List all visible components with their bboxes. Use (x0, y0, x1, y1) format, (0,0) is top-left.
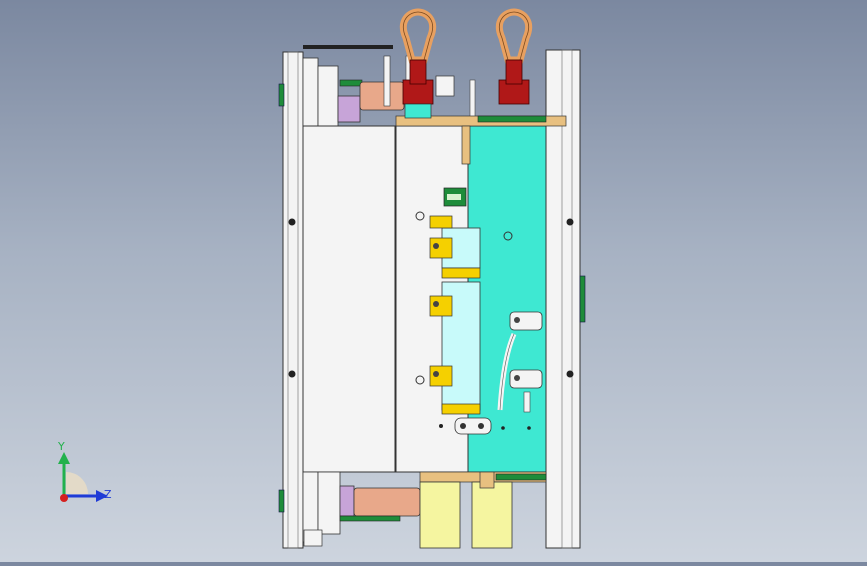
sensor-label-area (447, 194, 461, 200)
triad-plane-sector (66, 472, 88, 494)
y-axis-label: Y (57, 440, 65, 453)
locator-screw-2 (415, 375, 425, 385)
clamp-screw-3 (433, 371, 439, 377)
clamp-screw-1 (433, 243, 439, 249)
top-band-green (477, 115, 547, 123)
ejector-screw-2 (514, 375, 520, 381)
bottom-pin-block (479, 471, 495, 489)
violet-block-top (337, 95, 361, 123)
key-plate[interactable] (454, 417, 492, 435)
clamp-2[interactable] (429, 295, 453, 317)
top-left-fitting-inner (317, 65, 339, 127)
locator-screw-3 (503, 231, 513, 241)
right-plate-screw-top (566, 218, 574, 226)
right-clamp-plate-inner (561, 49, 573, 549)
right-plate-screw-bottom (566, 370, 574, 378)
locator-screw-1 (415, 211, 425, 221)
key-plate-hole-1 (460, 423, 466, 429)
clamp-5[interactable] (441, 403, 481, 415)
a-plate[interactable] (302, 125, 396, 473)
y-axis-arrow-icon (58, 452, 70, 464)
clamp-screw-2 (433, 301, 439, 307)
key-plate-hole-2 (478, 423, 484, 429)
bottom-left-fitting-inner (317, 471, 341, 535)
top-bar (303, 45, 393, 49)
top-small-block (435, 75, 455, 97)
left-plate-screw-bottom (288, 370, 296, 378)
small-hole (439, 424, 443, 428)
clamp-6[interactable] (441, 267, 481, 279)
left-green-tab-top (278, 83, 285, 107)
green-stripe-bottom (339, 515, 401, 522)
violet-block-bottom (339, 485, 355, 517)
bottom-block-1[interactable] (419, 481, 461, 549)
small-dot-1 (501, 426, 505, 430)
eyebolt-right[interactable] (495, 8, 533, 105)
ejector-rod-outline (499, 333, 515, 411)
clamp-3[interactable] (429, 365, 453, 387)
left-clamp-plate-edge (287, 51, 299, 549)
small-dot-2 (527, 426, 531, 430)
pin-shaft-top (383, 55, 391, 107)
guide-pin-top[interactable] (359, 81, 405, 111)
clamp-1[interactable] (429, 237, 453, 259)
green-stripe-top (339, 79, 363, 87)
bottom-small-block (303, 529, 323, 547)
ejector-block-1 (509, 311, 543, 331)
left-plate-screw-top (288, 218, 296, 226)
bottom-band-green (495, 473, 547, 481)
coordinate-triad: Y Z (40, 432, 120, 512)
z-axis-arrow-icon (96, 490, 108, 502)
ejector-pin (523, 391, 531, 413)
right-green-tab (579, 275, 586, 323)
top-left-fitting (302, 57, 319, 127)
x-axis-dot-icon (60, 494, 68, 502)
z-axis-label: Z (104, 488, 112, 501)
pin-block-top (461, 125, 471, 165)
ejector-screw-1 (514, 317, 520, 323)
ejector-block-2 (509, 369, 543, 389)
guide-pin-bottom[interactable] (353, 487, 421, 517)
eyebolt-left[interactable] (399, 8, 437, 119)
bottom-block-2[interactable] (471, 481, 513, 549)
left-green-tab-bottom (278, 489, 285, 513)
triad-svg: Y Z (57, 440, 112, 502)
left-clamp-plate[interactable] (282, 51, 304, 549)
clamp-4[interactable] (429, 215, 453, 229)
